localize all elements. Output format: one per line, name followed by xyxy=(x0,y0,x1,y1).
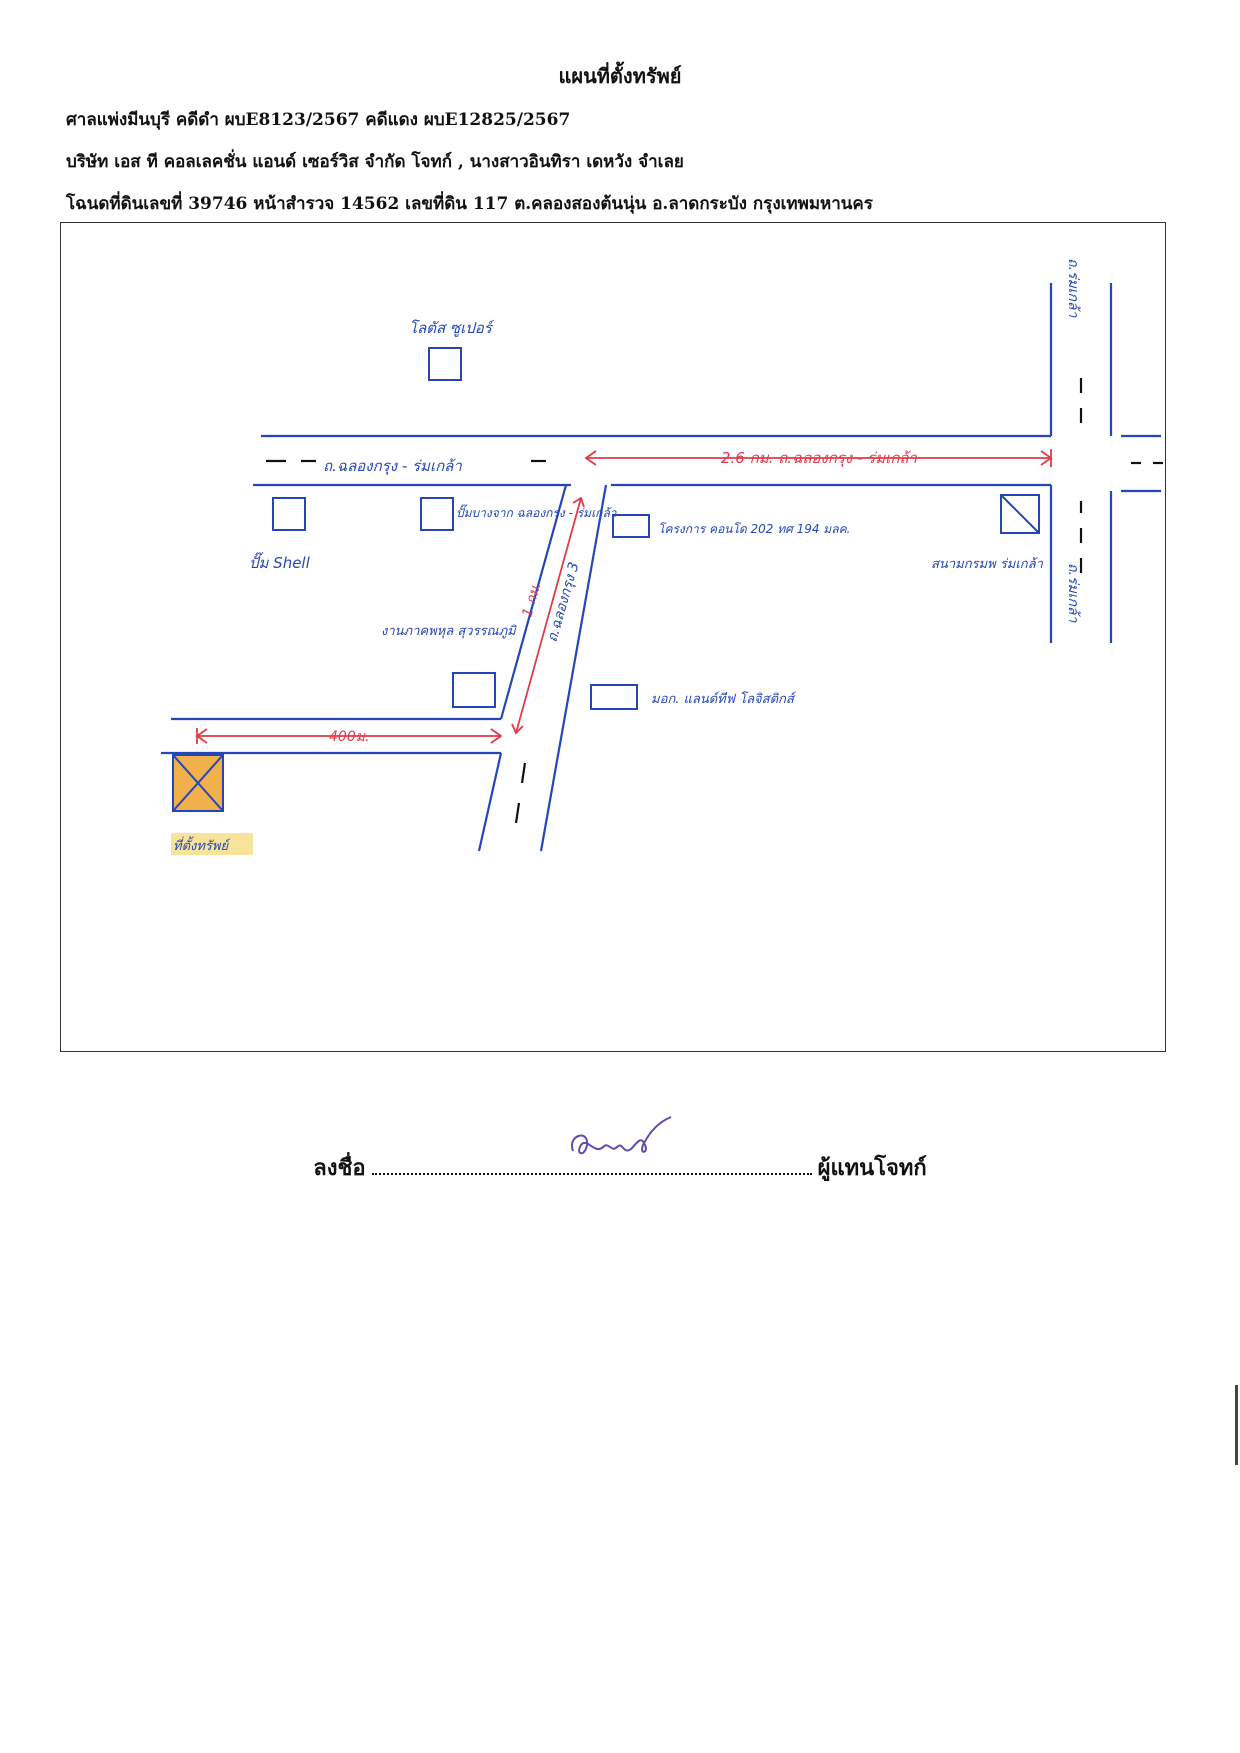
signature-dotted-line xyxy=(371,1153,812,1175)
signature-prefix: ลงชื่อ xyxy=(313,1155,366,1181)
property-distance-arrow-right xyxy=(490,728,503,744)
condo-box xyxy=(612,514,650,538)
side-distance-arrow-top xyxy=(572,496,585,508)
stadium-box xyxy=(1000,494,1040,534)
logistics-box xyxy=(590,684,638,710)
ptt-box xyxy=(420,497,454,531)
landmark-boxes xyxy=(272,347,1040,710)
label-shell: ปั๊ม Shell xyxy=(249,552,311,572)
title-deed-line: โฉนดที่ดินเลขที่ 39746 หน้าสำรวจ 14562 เ… xyxy=(66,194,873,214)
scan-edge-mark xyxy=(1235,1385,1238,1465)
lotus-box xyxy=(428,347,462,381)
label-vertical-road-bottom: ถ.ร่มเกล้า xyxy=(1065,563,1081,624)
signature-line: ลงชื่อ ผู้แทนโจทก์ xyxy=(0,1150,1240,1185)
label-factory: งานภาคพหุล สุวรรณภูมิ xyxy=(381,624,517,639)
label-logistics: มอก. แลนด์ทีฟ โลจิสติกส์ xyxy=(651,691,797,707)
map-drawing: โลตัส ซูเปอร์ ถ.ฉลองกรุง - ร่มเกล้า ปั๊ม… xyxy=(161,258,1163,855)
roads xyxy=(161,283,1161,852)
handwritten-signature xyxy=(570,1116,672,1155)
distance-labels: 2.6 กม. ถ.ฉลองกรุง - ร่มเกล้า 1 กม. 400ม… xyxy=(329,449,917,745)
signature-suffix: ผู้แทนโจทก์ xyxy=(817,1155,927,1181)
label-lotus: โลตัส ซูเปอร์ xyxy=(409,319,495,337)
side-road-right-edge xyxy=(539,484,608,852)
label-main-distance: 2.6 กม. ถ.ฉลองกรุง - ร่มเกล้า xyxy=(721,449,917,467)
label-vertical-road-top: ถ.ร่มเกล้า xyxy=(1065,258,1081,319)
side-distance-line xyxy=(515,497,582,734)
document-title: แผนที่ตั้งทรัพย์ xyxy=(558,64,682,88)
map-labels: โลตัส ซูเปอร์ ถ.ฉลองกรุง - ร่มเกล้า ปั๊ม… xyxy=(173,258,1081,854)
label-main-road: ถ.ฉลองกรุง - ร่มเกล้า xyxy=(323,457,462,475)
label-stadium: สนามกรมพ ร่มเกล้า xyxy=(931,557,1044,572)
location-map: โลตัส ซูเปอร์ ถ.ฉลองกรุง - ร่มเกล้า ปั๊ม… xyxy=(60,222,1166,1052)
shell-box xyxy=(272,497,306,531)
lane-dashes xyxy=(266,378,1163,824)
side-distance-arrow-bottom xyxy=(511,723,524,735)
main-distance-arrow-left xyxy=(584,450,597,466)
property-label-highlight xyxy=(171,833,253,855)
label-ptt: ปั๊มบางจาก ฉลองกรุง - ร่มเกล้า xyxy=(456,504,618,521)
factory-box xyxy=(452,672,496,708)
case-number-line: ศาลแพ่งมีนบุรี คดีดำ ผบE8123/2567 คดีแดง… xyxy=(66,110,571,130)
property-marker xyxy=(171,754,253,855)
label-property-distance: 400ม. xyxy=(329,729,369,745)
label-side-distance: 1 กม. xyxy=(519,581,544,620)
label-property: ที่ตั้งทรัพย์ xyxy=(173,836,231,854)
distance-markers xyxy=(195,449,1053,744)
label-side-road: ถ.ฉลองกรุง 3 xyxy=(544,560,582,644)
parties-line: บริษัท เอส ที คอลเลคชั่น แอนด์ เซอร์วิส … xyxy=(66,152,684,172)
side-road-left-edge-upper xyxy=(499,484,568,720)
side-road-left-edge-lower xyxy=(477,752,503,852)
label-condo: โครงการ คอนโด 202 ทศ 194 มลค. xyxy=(658,522,850,536)
